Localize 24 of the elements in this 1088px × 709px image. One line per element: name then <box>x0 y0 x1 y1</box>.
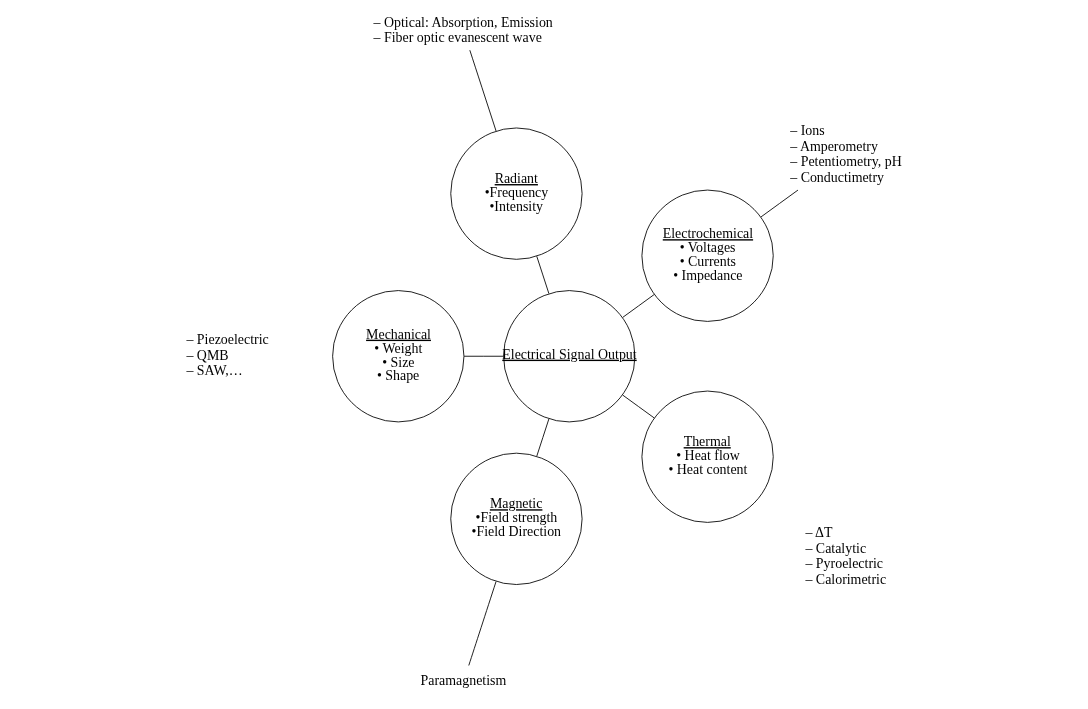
connector <box>536 418 550 457</box>
connector <box>622 294 655 318</box>
node-text: – Optical: Absorption, Emission – Fiber optic evanescent wave <box>373 14 553 46</box>
connector <box>469 49 497 132</box>
node-circle: Thermal • Heat flow • Heat content <box>641 390 774 523</box>
node-label: – Pyroelectric <box>805 556 884 572</box>
connector <box>468 581 497 666</box>
node-circle: Magnetic •Field strength •Field Direction <box>450 452 583 585</box>
node-circle: Electrical Signal Output <box>503 290 636 423</box>
node-circle: Mechanical • Weight • Size • Shape <box>332 290 465 423</box>
node-circle: Electrochemical • Voltages • Currents • Impedance <box>641 189 774 322</box>
node-label: – SAW,… <box>186 363 243 379</box>
node-label: – Calorimetric <box>805 572 887 588</box>
node-label: – ΔT <box>805 525 833 541</box>
connector <box>536 255 550 295</box>
node-text: – Ions – Amperometry – Petentiometry, pH – Conductimetry <box>790 123 902 186</box>
node-circle: Radiant •Frequency •Intensity <box>450 127 583 260</box>
node-label: – Piezoelectric <box>186 331 269 347</box>
connector <box>760 189 799 218</box>
connector <box>463 355 504 357</box>
node-label: – Catalytic <box>805 540 867 556</box>
node-label: – QMB <box>186 347 229 363</box>
node-text: Paramagnetism <box>420 672 507 688</box>
connector <box>622 394 655 419</box>
